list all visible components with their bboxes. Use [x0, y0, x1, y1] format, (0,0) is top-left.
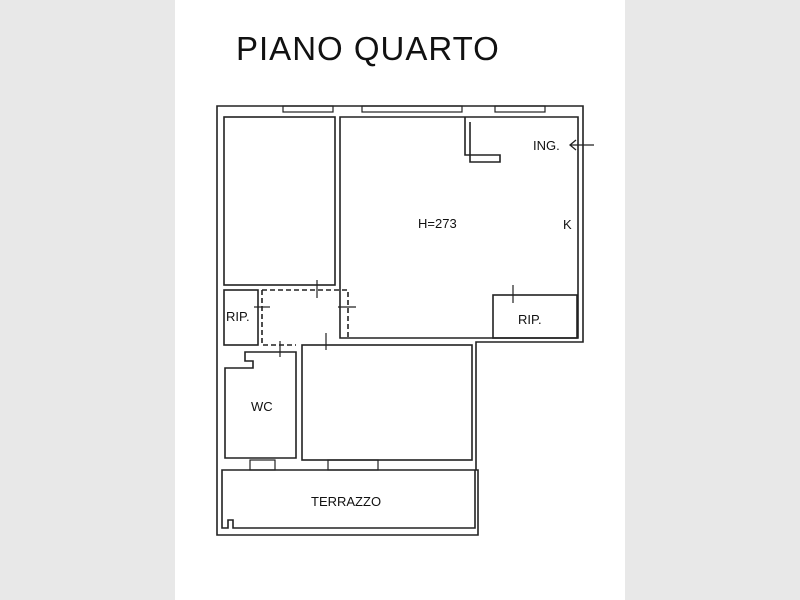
height-label: H=273 [418, 216, 457, 231]
door-marks [254, 280, 514, 357]
outer-wall [216, 105, 584, 536]
storage-right-label: RIP. [518, 312, 542, 327]
room-wc [224, 351, 297, 459]
windows-bottom [249, 459, 379, 471]
arrow-left-icon [568, 139, 594, 151]
terrace-label: TERRAZZO [311, 494, 382, 509]
plan-title: PIANO QUARTO [236, 30, 500, 67]
corridor-dashed [261, 289, 349, 346]
kitchen-label: K [563, 217, 572, 232]
room-living-notch [464, 117, 501, 163]
terrace [221, 469, 476, 529]
storage-left-label: RIP. [226, 309, 250, 324]
room-storage-right [492, 294, 578, 339]
windows-top [282, 105, 546, 113]
floor-plan-sheet [175, 0, 625, 600]
room-second-bedroom [301, 344, 473, 461]
wc-label: WC [251, 399, 273, 414]
room-bedroom [223, 116, 336, 286]
room-living [339, 116, 579, 339]
entrance-label: ING. [533, 138, 560, 153]
room-storage-left [223, 289, 259, 346]
